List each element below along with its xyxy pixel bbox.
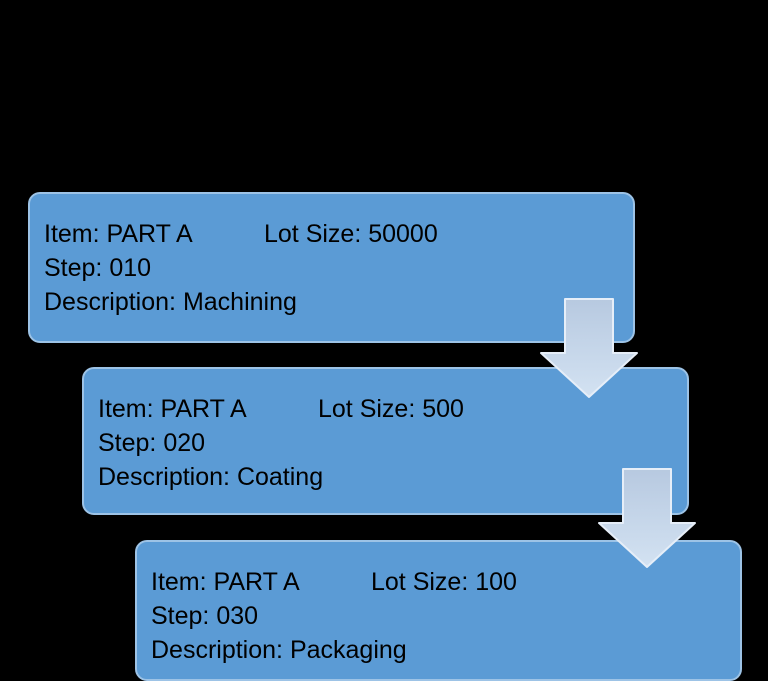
lot-size-label: Lot Size: 100	[371, 568, 517, 596]
description-label: Description: Packaging	[151, 636, 407, 664]
down-block-arrow-icon	[598, 468, 696, 568]
step-label: Step: 030	[151, 602, 259, 630]
item-label: Item: PART A	[98, 395, 247, 423]
description-label: Description: Coating	[98, 463, 324, 491]
item-lot-line: Item: PART A Lot Size: 50000	[44, 217, 619, 251]
item-label: Item: PART A	[44, 220, 193, 248]
description-label: Description: Machining	[44, 288, 297, 316]
process-step-box-020: Item: PART A Lot Size: 500 Step: 020 Desc…	[82, 367, 689, 515]
process-step-box-030: Item: PART A Lot Size: 100 Step: 030 Desc…	[135, 540, 742, 681]
step-label: Step: 010	[44, 254, 152, 282]
lot-size-label: Lot Size: 50000	[264, 220, 438, 248]
down-block-arrow-icon	[540, 298, 638, 398]
process-step-box-010: Item: PART A Lot Size: 50000 Step: 010 De…	[28, 192, 635, 343]
item-lot-line: Item: PART A Lot Size: 500	[98, 392, 673, 426]
item-label: Item: PART A	[151, 568, 300, 596]
lot-size-label: Lot Size: 500	[318, 395, 464, 423]
step-label: Step: 020	[98, 429, 206, 457]
item-lot-line: Item: PART A Lot Size: 100	[151, 565, 726, 599]
